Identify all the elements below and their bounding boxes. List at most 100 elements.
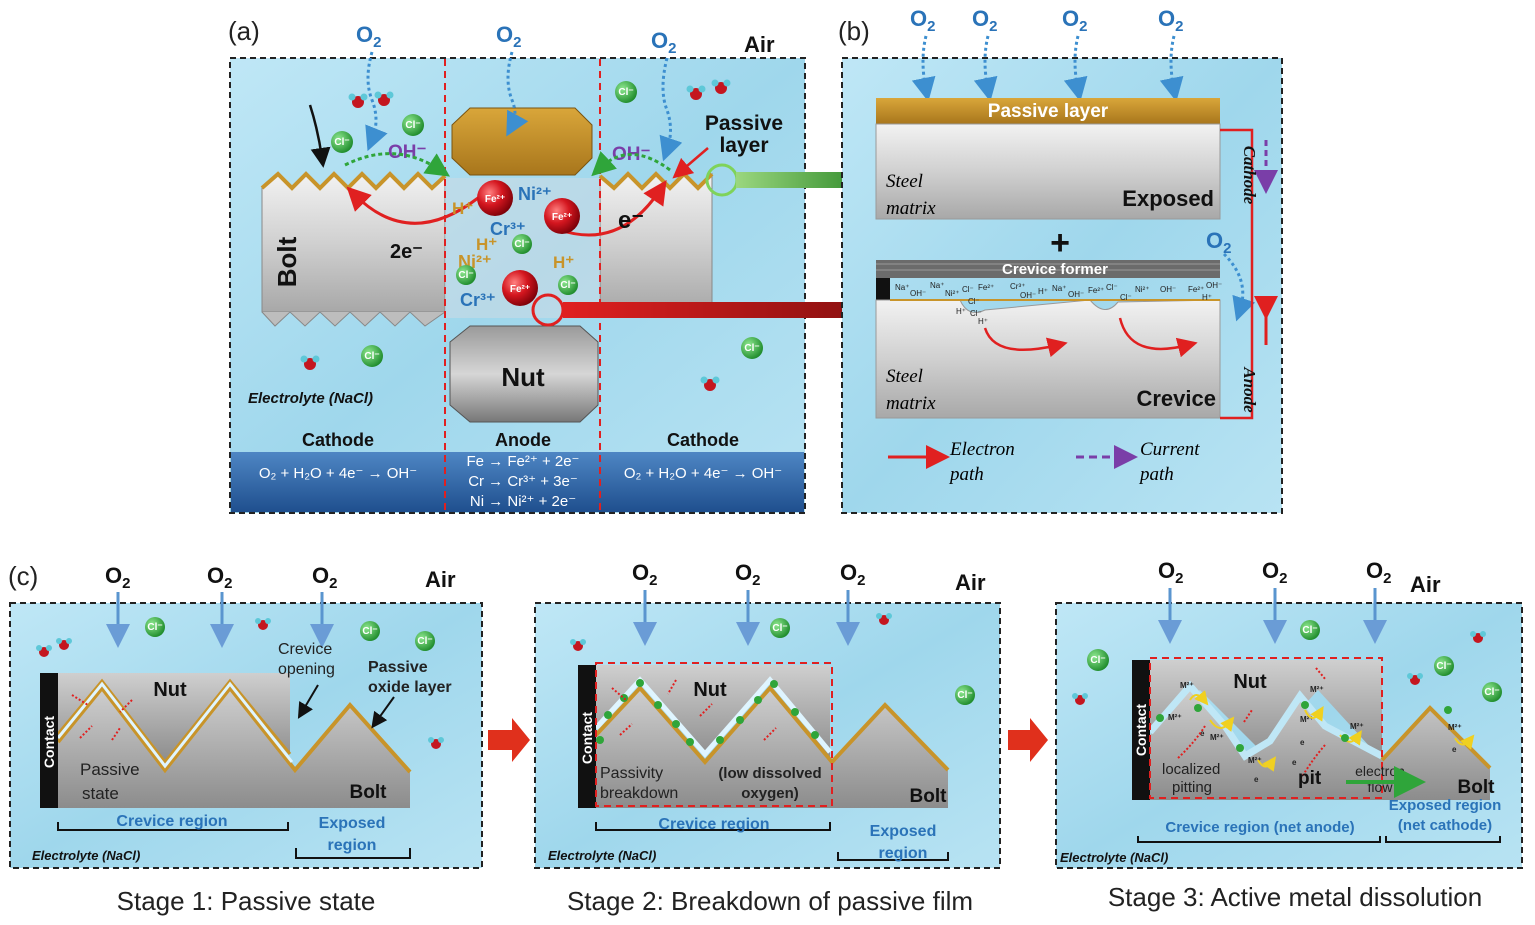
stage-3-red-arrows <box>1177 667 1327 781</box>
svg-text:Cl⁻: Cl⁻ <box>970 309 982 318</box>
stage-1: O2 O2 O2 Air Contact Nut Bolt Passive st… <box>9 563 483 916</box>
stage-3-metal-ions: M²⁺ M²⁺ M²⁺ M²⁺ M²⁺ M²⁺ M²⁺ M²⁺ e e e e … <box>1168 681 1462 784</box>
stage-2-nut-label: Nut <box>693 679 727 701</box>
stage-1-passive-state-1: Passive <box>80 760 140 779</box>
fe-ion-1 <box>477 180 513 216</box>
stage-3-o2-1: O2 <box>1158 558 1183 587</box>
stage-1-exposed-2: region <box>328 837 377 854</box>
stage-1-passive-oxide-2: oxide layer <box>368 679 452 696</box>
e2-label: 2e⁻ <box>390 241 423 263</box>
flow-arrow-black <box>308 104 331 168</box>
h-ion-2: H⁺ <box>476 235 497 254</box>
svg-text:H⁺: H⁺ <box>1038 287 1048 296</box>
svg-text:Cl⁻: Cl⁻ <box>1436 661 1451 672</box>
svg-text:O2: O2 <box>1062 6 1087 35</box>
o2-label-a2: O2 <box>496 22 521 51</box>
o2-arrow-a1 <box>365 51 388 152</box>
svg-text:OH⁻: OH⁻ <box>1020 291 1036 300</box>
crevice-ion-labels: Na⁺ OH⁻ Na⁺ Ni²⁺ Cl⁻ Fe²⁺ Cr³⁺ OH⁻ H⁺ Na… <box>895 281 1222 326</box>
exposed-label: Exposed <box>1122 186 1214 211</box>
stage-1-water <box>36 618 444 749</box>
crevice-label: Crevice <box>1136 386 1216 411</box>
stage-2-o2-1: O2 <box>632 560 657 589</box>
stage-2-red-arrows <box>611 679 777 741</box>
svg-text:Cr³⁺: Cr³⁺ <box>1010 282 1025 291</box>
stage-1-nut-label: Nut <box>153 679 187 701</box>
stage-3-yellow-arrows <box>1189 690 1475 772</box>
air-label-a: Air <box>744 32 775 57</box>
stage-2-bolt-label: Bolt <box>910 786 948 807</box>
panel-b-letter: (b) <box>838 16 870 46</box>
passive-layer-bar <box>876 98 1220 124</box>
svg-text:M²⁺: M²⁺ <box>1248 756 1262 765</box>
equation-anode-ni: Ni → Ni²⁺ + 2e⁻ <box>470 493 576 510</box>
stage-3-exposed-2: (net cathode) <box>1398 817 1492 834</box>
svg-text:O2: O2 <box>1206 228 1231 257</box>
stage-1-o2-3: O2 <box>312 563 337 592</box>
equation-cathode-right: O₂ + H₂O + 4e⁻ → OH⁻ <box>624 465 782 482</box>
svg-text:M²⁺: M²⁺ <box>1350 722 1364 731</box>
svg-text:Cl⁻: Cl⁻ <box>1106 283 1118 292</box>
stage-1-electrolyte: Electrolyte (NaCl) <box>32 848 140 863</box>
cr-ion-1: Cr³⁺ <box>490 219 526 239</box>
stage-2-o2-3: O2 <box>840 560 865 589</box>
stage-2-note-2: breakdown <box>600 785 678 802</box>
svg-text:Cl⁻: Cl⁻ <box>1484 687 1499 698</box>
water-molecules-a <box>300 79 731 391</box>
svg-text:e: e <box>1452 745 1457 754</box>
stage-3-o2-2: O2 <box>1262 558 1287 587</box>
stage-2: O2 O2 O2 Air Contact Nut Bolt Passivity … <box>534 560 1001 916</box>
oh-arrow-left <box>344 152 450 177</box>
svg-text:OH⁻: OH⁻ <box>1206 281 1222 290</box>
oh-arrow-right <box>591 151 671 177</box>
svg-text:e: e <box>1200 729 1205 738</box>
stage-3-bolt-label: Bolt <box>1458 777 1496 798</box>
svg-text:H⁺: H⁺ <box>978 317 988 326</box>
panel-a-letter: (a) <box>228 16 260 46</box>
stage-1-passive-state-2: state <box>82 784 119 803</box>
svg-text:Cl⁻: Cl⁻ <box>618 87 633 98</box>
electrolyte-label-a: Electrolyte (NaCl) <box>248 390 373 407</box>
stage-2-exposed-2: region <box>879 845 928 862</box>
stage-3-water <box>1072 631 1486 705</box>
legend-current-label-2: path <box>1138 464 1174 485</box>
stage-1-exposed-1: Exposed <box>319 815 386 832</box>
svg-text:Cl⁻: Cl⁻ <box>968 297 980 306</box>
stage-1-contact-label: Contact <box>41 716 57 768</box>
svg-text:Cl⁻: Cl⁻ <box>458 270 473 281</box>
fe-ion-3 <box>502 270 538 306</box>
svg-text:O2: O2 <box>972 6 997 35</box>
stage-2-air: Air <box>955 570 986 595</box>
equation-cathode-left: O₂ + H₂O + 4e⁻ → OH⁻ <box>259 465 417 482</box>
stage-1-air: Air <box>425 567 456 592</box>
stage-1-crevice-opening-2: opening <box>278 661 335 678</box>
svg-text:OH⁻: OH⁻ <box>910 289 926 298</box>
svg-text:O2: O2 <box>1158 6 1183 35</box>
svg-text:Cl⁻: Cl⁻ <box>560 280 575 291</box>
svg-text:Cl⁻: Cl⁻ <box>364 351 379 362</box>
stage-1-o2-1: O2 <box>105 563 130 592</box>
plus-sign: + <box>1050 224 1070 262</box>
zoom-arrow-exposed <box>736 162 870 198</box>
svg-text:e: e <box>1254 775 1259 784</box>
stage-2-water <box>570 613 892 651</box>
stage-arrow-2 <box>1008 718 1048 762</box>
passive-layer-b-label: Passive layer <box>988 101 1109 122</box>
svg-text:Cl⁻: Cl⁻ <box>1090 655 1105 666</box>
svg-text:M²⁺: M²⁺ <box>1448 723 1462 732</box>
stage-3-crevice-box <box>1149 657 1383 799</box>
stage-3-contact-label: Contact <box>1133 704 1149 756</box>
svg-text:M²⁺: M²⁺ <box>1300 715 1314 724</box>
crevice-electron-arrow-2 <box>1118 317 1198 358</box>
stage-3-note-pit: pit <box>1298 768 1322 789</box>
svg-text:Fe²⁺: Fe²⁺ <box>1088 286 1104 295</box>
svg-text:Cl⁻: Cl⁻ <box>772 623 787 634</box>
crevice-electron-arrow-1 <box>983 327 1068 358</box>
stage-3-contact <box>1132 660 1150 800</box>
stage-3-nut-label: Nut <box>1233 671 1267 693</box>
chloride-ions-a: Cl⁻ Cl⁻ Cl⁻ Cl⁻ Cl⁻ Cl⁻ Cl⁻ Cl⁻ <box>331 81 763 367</box>
panel-b: (b) O2 O2 O2 O2 O2 Passive layer Steel m… <box>838 6 1283 514</box>
o2-label-a3: O2 <box>651 28 676 57</box>
stage-3-caption: Stage 3: Active metal dissolution <box>1108 882 1482 912</box>
